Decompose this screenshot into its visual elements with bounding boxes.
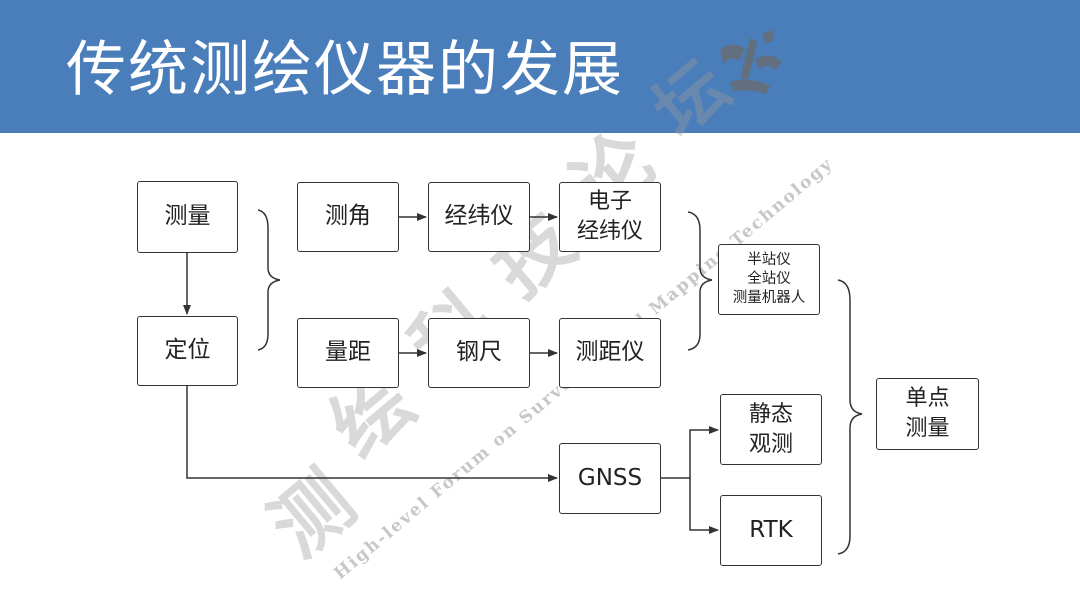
- node-gnss: GNSS: [559, 443, 661, 514]
- brace-instruments: [687, 211, 713, 351]
- node-rangefinder: 测距仪: [559, 318, 661, 388]
- node-electronic-theodolite: 电子 经纬仪: [559, 182, 661, 252]
- node-total-station-group: 半站仪 全站仪 测量机器人: [718, 244, 820, 315]
- node-angle: 测角: [297, 182, 399, 252]
- node-distance: 量距: [297, 318, 399, 388]
- brace-single-point: [837, 279, 863, 555]
- brace-methods: [257, 209, 281, 351]
- node-theodolite: 经纬仪: [428, 182, 530, 252]
- node-steel-tape: 钢尺: [428, 318, 530, 388]
- title-bar: 传统测绘仪器的发展: [0, 0, 1080, 133]
- arrow-gnss-to-rtk: [689, 478, 719, 534]
- watermark-seal-icon: [720, 30, 782, 94]
- node-position: 定位: [137, 316, 238, 386]
- node-rtk: RTK: [720, 495, 822, 566]
- arrow-gnss-to-static: [660, 426, 719, 479]
- slide-title: 传统测绘仪器的发展: [66, 35, 624, 105]
- node-static-observation: 静态 观测: [720, 394, 822, 465]
- node-measure: 测量: [137, 181, 238, 253]
- arrow-position-to-gnss: [186, 385, 558, 482]
- node-single-point-measurement: 单点 测量: [876, 378, 979, 450]
